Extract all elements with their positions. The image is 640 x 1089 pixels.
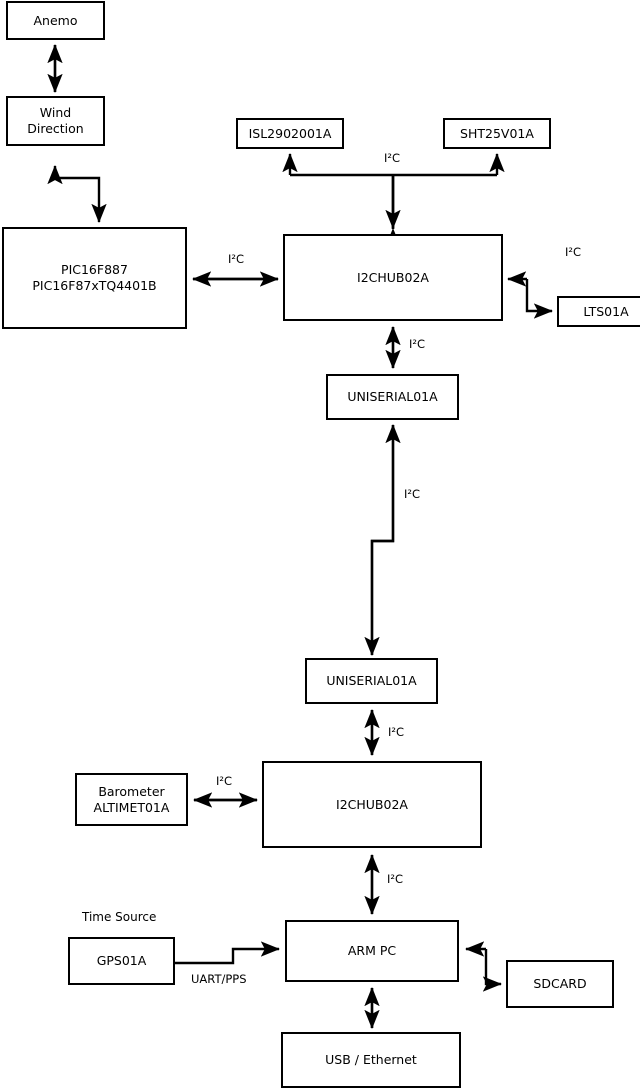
connector-gps-armpc [175, 941, 280, 965]
node-isl2902001a[interactable]: ISL2902001A [236, 118, 344, 149]
node-uniserial01a-top[interactable]: UNISERIAL01A [326, 374, 459, 420]
node-sdcard[interactable]: SDCARD [506, 960, 614, 1008]
connector-uniserial-link [364, 424, 401, 656]
connector-pic-wind [47, 165, 107, 223]
node-gps01a[interactable]: GPS01A [68, 937, 175, 985]
edge-label-hub-to-lts: I²C [565, 245, 582, 259]
label-time-source: Time Source [82, 910, 157, 924]
edge-label-hub-bottom-to-arm: I²C [387, 872, 404, 886]
node-usb-ethernet[interactable]: USB / Ethernet [281, 1032, 461, 1088]
node-i2chub02a-top[interactable]: I2CHUB02A [283, 234, 503, 321]
node-barometer-altimet01a[interactable]: Barometer ALTIMET01A [75, 773, 188, 826]
node-arm-pc[interactable]: ARM PC [285, 920, 459, 982]
edge-label-hub-to-sensors: I²C [384, 151, 401, 165]
connector-hubtop-sensors [282, 153, 505, 248]
edge-label-barometer-to-hub: I²C [216, 774, 233, 788]
edge-label-hub-to-uniserial: I²C [409, 337, 426, 351]
node-i2chub02a-bottom[interactable]: I2CHUB02A [262, 761, 482, 848]
node-wind-direction[interactable]: Wind Direction [6, 96, 105, 146]
node-pic-mcu[interactable]: PIC16F887 PIC16F87xTQ4401B [2, 227, 187, 329]
node-uniserial01a-bottom[interactable]: UNISERIAL01A [305, 658, 438, 704]
connector-armpc-sdcard [465, 941, 502, 992]
node-sht25v01a[interactable]: SHT25V01A [443, 118, 551, 149]
node-anemo[interactable]: Anemo [6, 1, 105, 40]
edge-label-pic-to-hub: I²C [228, 252, 245, 266]
edge-label-uniserial-link: I²C [404, 487, 421, 501]
node-lts01a[interactable]: LTS01A [557, 296, 640, 327]
connector-hubtop-lts [507, 271, 553, 319]
edge-label-uniserial-to-hub-bottom: I²C [388, 725, 405, 739]
edge-label-gps-to-arm: UART/PPS [191, 972, 247, 986]
